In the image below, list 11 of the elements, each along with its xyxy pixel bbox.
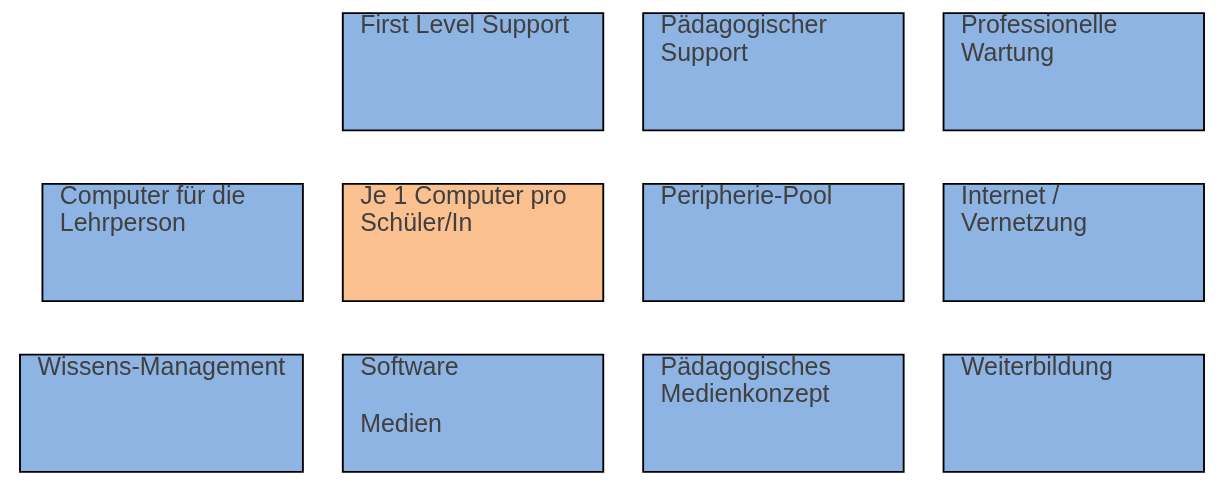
node-box: Je 1 Computer pro Schüler/In — [341, 183, 605, 302]
node-box: Computer für die Lehrperson — [41, 183, 304, 302]
node-box: Internet / Vernetzung — [942, 183, 1205, 302]
node-box: Weiterbildung — [942, 353, 1205, 473]
node-box: Pädagogisches Medienkonzept — [642, 353, 905, 473]
node-box: First Level Support — [341, 12, 605, 132]
node-box: Pädagogischer Support — [642, 12, 905, 132]
node-box: Peripherie-Pool — [642, 183, 905, 302]
node-box: Software Medien — [341, 353, 605, 473]
node-box: Wissens-Management — [19, 353, 304, 473]
node-box: Professionelle Wartung — [942, 12, 1205, 132]
